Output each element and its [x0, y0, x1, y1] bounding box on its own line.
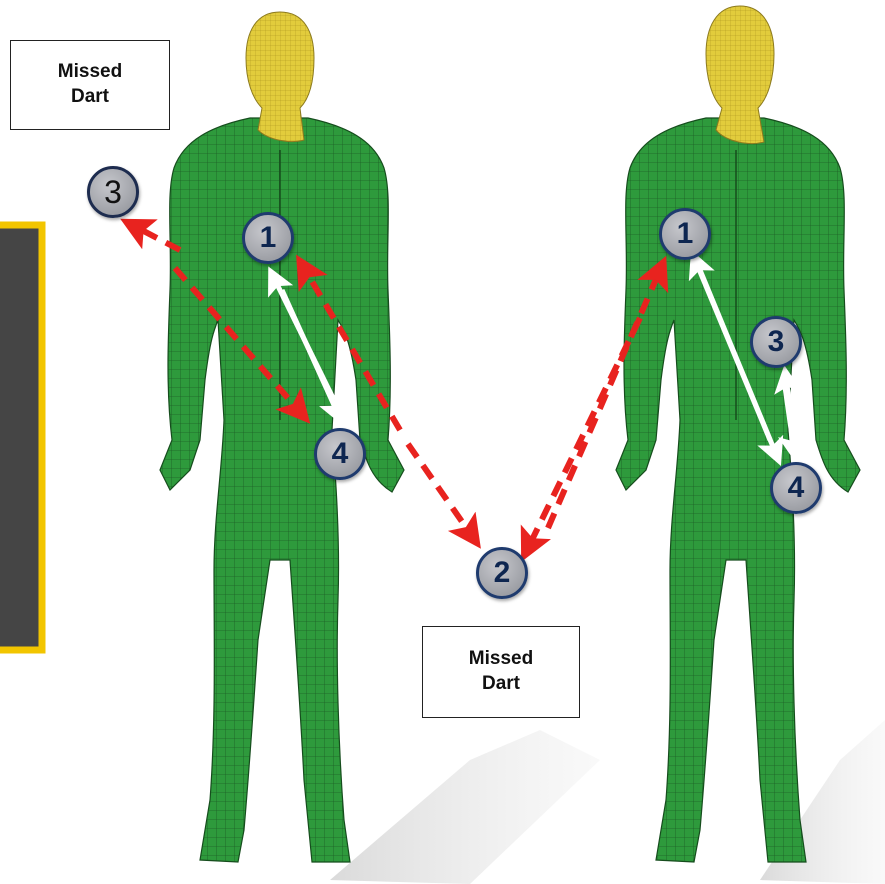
marker-3-right: 3	[750, 316, 802, 368]
dashed-arrow-1-to-2-right	[528, 318, 640, 548]
marker-2-center: 2	[476, 547, 528, 599]
dashed-arrow-1-to-2	[408, 444, 472, 536]
marker-1-left: 1	[242, 212, 294, 264]
marker-4-right: 4	[770, 462, 822, 514]
marker-4-left: 4	[314, 428, 366, 480]
missed-dart-label-right: Missed Dart	[422, 626, 580, 718]
marker-1-right: 1	[659, 208, 711, 260]
marker-3-left: 3	[87, 166, 139, 218]
body-figure-left	[160, 12, 404, 862]
dark-panel	[0, 225, 42, 650]
body-figure-right	[616, 6, 860, 862]
missed-dart-label-left: Missed Dart	[10, 40, 170, 130]
